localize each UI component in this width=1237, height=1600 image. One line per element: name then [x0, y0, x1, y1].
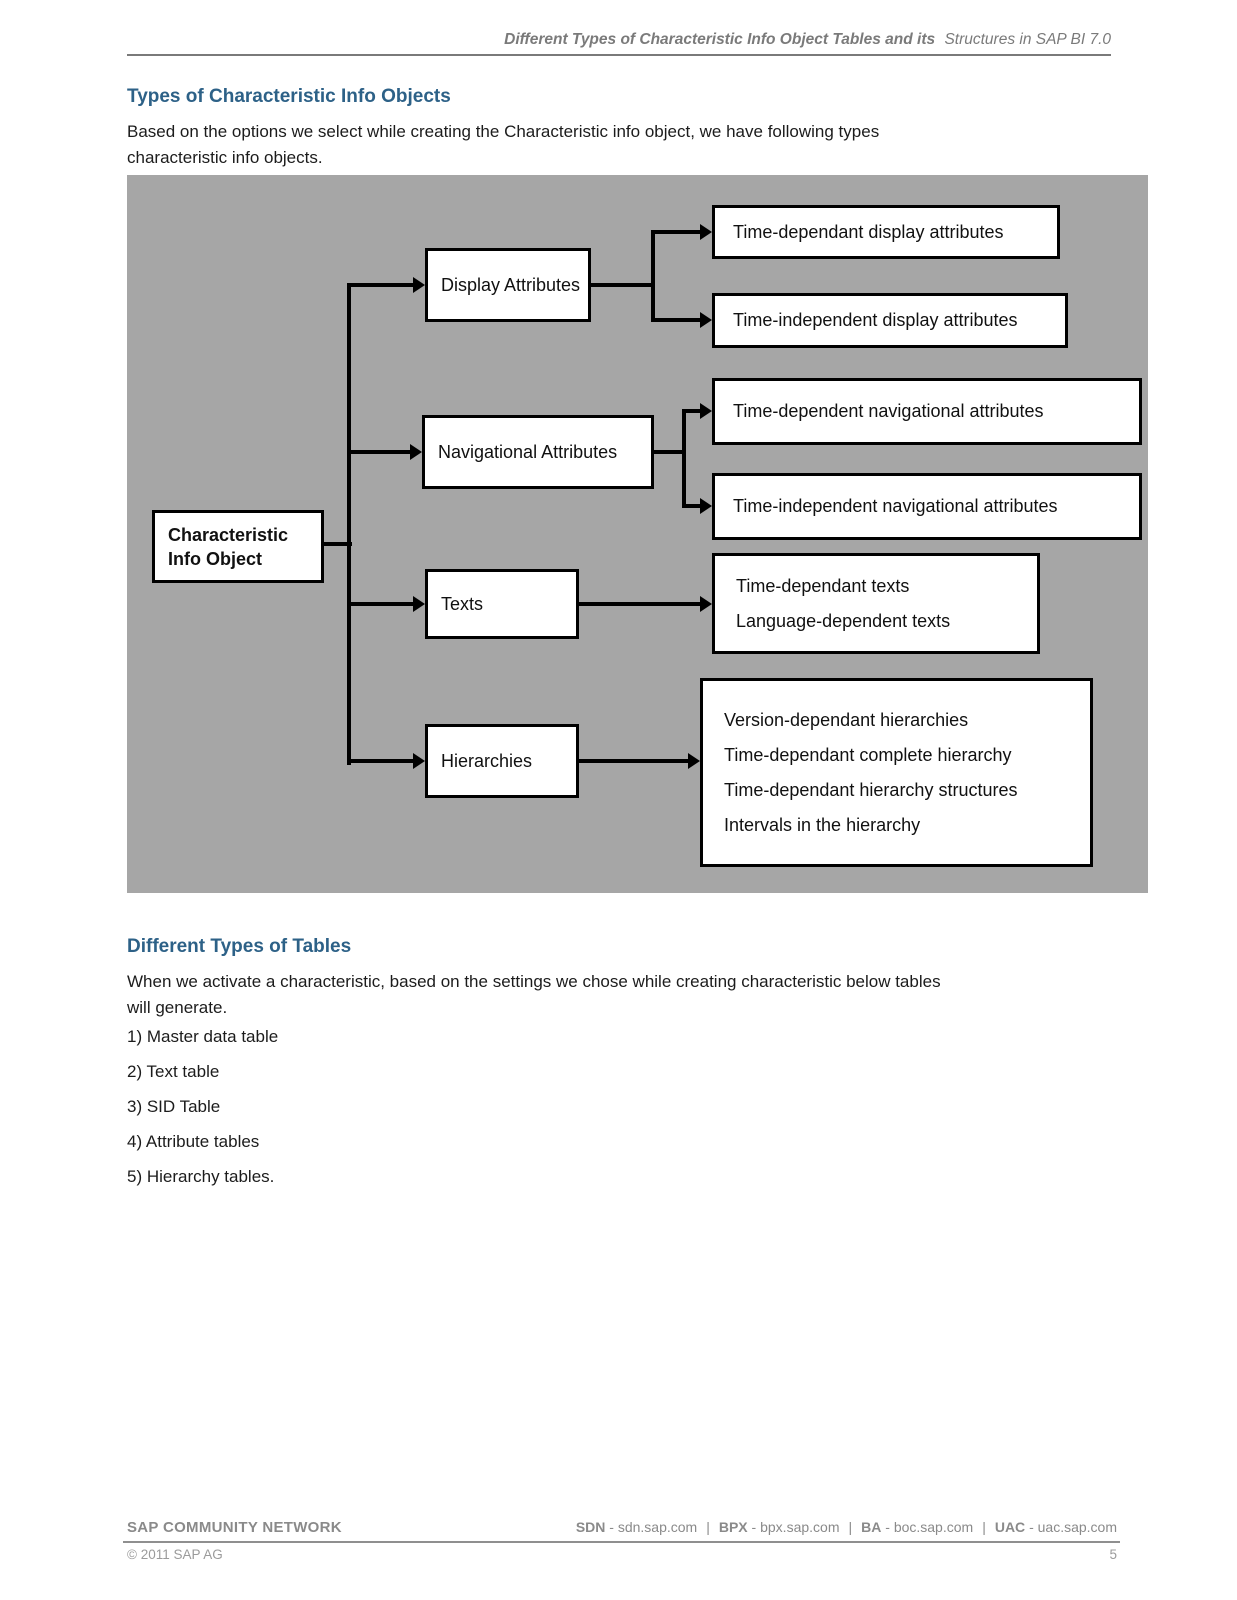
connector-display-branch — [651, 230, 655, 322]
header-title-bold: Different Types of Characteristic Info O… — [504, 31, 936, 48]
connector-hierarchies-out — [579, 759, 690, 763]
footer-copyright: © 2011 SAP AG — [127, 1547, 223, 1562]
arrowhead-display-child2 — [700, 312, 712, 328]
arrowhead-hierarchies — [413, 753, 425, 769]
diagram-root-box: Characteristic Info Object — [152, 510, 324, 583]
time-dependant-display-attributes-box: Time-dependant display attributes — [712, 205, 1060, 259]
section-heading-types: Types of Characteristic Info Objects — [127, 86, 451, 107]
connector-nav-child1 — [682, 409, 702, 413]
arrowhead-navigational — [410, 444, 422, 460]
connector-root-stub — [324, 542, 352, 546]
navigational-attributes-label: Navigational Attributes — [438, 441, 618, 462]
tables-list: 1) Master data table 2) Text table 3) SI… — [127, 1026, 278, 1201]
arrowhead-texts — [413, 596, 425, 612]
connector-trunk — [347, 283, 351, 765]
list-item: 4) Attribute tables — [127, 1132, 260, 1151]
section-types-paragraph: Based on the options we select while cre… — [127, 119, 1087, 170]
header-rule — [127, 54, 1111, 56]
page-header: Different Types of Characteristic Info O… — [127, 31, 1111, 49]
display-attributes-box: Display Attributes — [425, 248, 591, 322]
footer-row-copyright: © 2011 SAP AG 5 — [127, 1547, 1117, 1562]
connector-nav-child2 — [682, 504, 702, 508]
arrowhead-hierarchies-child — [688, 753, 700, 769]
connector-display-child2 — [651, 318, 701, 322]
time-independent-display-attributes-box: Time-independent display attributes — [712, 293, 1068, 348]
connector-to-navigational — [347, 450, 411, 454]
diagram-root-label: Characteristic Info Object — [168, 524, 289, 569]
footer-links: SDN - sdn.sap.com | BPX - bpx.sap.com | BA -… — [576, 1519, 1117, 1535]
section-heading-tables: Different Types of Tables — [127, 936, 352, 957]
footer-page-number: 5 — [1109, 1547, 1117, 1562]
footer-link-uac[interactable]: UAC - uac.sap.com — [994, 1519, 1117, 1535]
hierarchies-box: Hierarchies — [425, 724, 579, 798]
texts-detail-box: Time-dependant texts Language-dependent … — [712, 553, 1040, 654]
connector-display-child1 — [651, 230, 701, 234]
footer-link-bpx[interactable]: BPX - bpx.sap.com — [718, 1519, 840, 1535]
paragraph-line: When we activate a characteristic, based… — [127, 972, 941, 991]
footer-brand: SAP COMMUNITY NETWORK — [127, 1519, 342, 1536]
footer-separator: | — [848, 1519, 853, 1535]
arrowhead-nav-child2 — [700, 498, 712, 514]
hierarchies-label: Hierarchies — [441, 750, 533, 771]
texts-box: Texts — [425, 569, 579, 639]
list-item: 1) Master data table — [127, 1027, 279, 1046]
display-attributes-label: Display Attributes — [441, 274, 581, 295]
characteristic-info-object-diagram: Characteristic Info Object Display Attri… — [127, 175, 1148, 893]
connector-texts-out — [579, 602, 702, 606]
connector-to-display — [347, 283, 414, 287]
connector-nav-out — [654, 450, 686, 454]
footer-rule — [123, 1541, 1120, 1543]
section-tables-paragraph: When we activate a characteristic, based… — [127, 969, 1087, 1020]
footer-link-ba[interactable]: BA - boc.sap.com — [861, 1519, 974, 1535]
paragraph-line: characteristic info objects. — [127, 147, 323, 167]
list-item: 3) SID Table — [127, 1097, 221, 1116]
time-independent-navigational-attributes-box: Time-independent navigational attributes — [712, 473, 1142, 540]
paragraph-line: will generate. — [127, 997, 228, 1017]
connector-nav-branch — [682, 409, 686, 508]
arrowhead-texts-child — [700, 596, 712, 612]
hierarchies-detail-box: Version-dependant hierarchies Time-depen… — [700, 678, 1093, 867]
texts-label: Texts — [441, 593, 484, 614]
arrowhead-display-child1 — [700, 224, 712, 240]
paragraph-line: Based on the options we select while cre… — [127, 122, 880, 141]
arrowhead-nav-child1 — [700, 403, 712, 419]
footer-separator: | — [706, 1519, 710, 1535]
connector-to-hierarchies — [347, 759, 414, 763]
connector-to-texts — [347, 602, 414, 606]
time-dependent-navigational-attributes-box: Time-dependent navigational attributes — [712, 378, 1142, 445]
footer-row-network: SAP COMMUNITY NETWORK SDN - sdn.sap.com |… — [127, 1519, 1117, 1536]
footer-link-sdn[interactable]: SDN - sdn.sap.com — [575, 1519, 698, 1535]
arrowhead-display — [413, 277, 425, 293]
footer-separator: | — [982, 1519, 986, 1535]
list-item: 2) Text table — [127, 1062, 220, 1081]
list-item: 5) Hierarchy tables. — [127, 1167, 275, 1186]
header-title-regular: Structures in SAP BI 7.0 — [944, 31, 1111, 48]
connector-display-out — [591, 283, 655, 287]
navigational-attributes-box: Navigational Attributes — [422, 415, 654, 489]
